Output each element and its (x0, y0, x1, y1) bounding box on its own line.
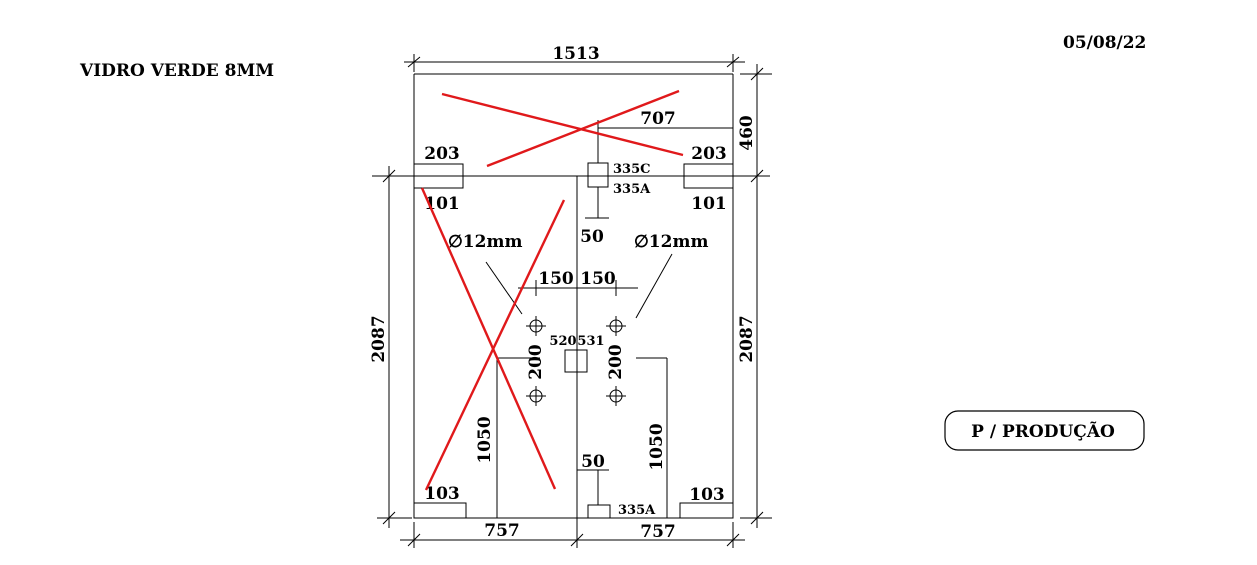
bottom-center-box (587, 504, 611, 519)
dim-overall-width-label: 1513 (552, 44, 599, 64)
dim-right-height-label: 2087 (737, 315, 757, 362)
hole-spacing-left-label: 150 (538, 269, 574, 289)
hole-spacing-right-label: 150 (580, 269, 616, 289)
dim-top-right-width-label: 707 (640, 109, 676, 129)
lower-left-height-label: 1050 (475, 416, 495, 463)
center-lock-box (564, 349, 588, 373)
stamp-label: P / PRODUÇÃO (971, 420, 1115, 442)
right-top-fitting: 203 101 (683, 144, 734, 214)
bottom-left-fitting: 103 (413, 484, 467, 519)
bottom-center-fitting: 335A (587, 503, 656, 519)
cross-mark-left (420, 187, 566, 491)
dim-top-right-width: 707 (598, 109, 733, 129)
lower-right-height-label: 1050 (647, 423, 667, 470)
dim-right-side: 460 2087 (737, 64, 772, 528)
dim-lower-left-height: 1050 (475, 357, 540, 518)
hole-upper-left (526, 316, 546, 336)
dim-overall-width: 1513 (404, 44, 745, 72)
bottom-left-box (413, 502, 467, 519)
hole-callout-right: ∅12mm (634, 232, 708, 319)
left-box-bottom-label: 101 (424, 194, 460, 214)
hole-upper-right (606, 316, 626, 336)
center-left-label: 520 (549, 334, 576, 349)
dim-hole-spacing: 150 150 (518, 269, 638, 296)
bottom-right-box-label: 103 (689, 485, 725, 505)
dim-lower-offset: 50 (577, 452, 609, 505)
dim-left-height-label: 2087 (369, 315, 389, 362)
lower-offset-label: 50 (581, 452, 605, 472)
bottom-right-fitting: 103 (679, 485, 734, 519)
left-top-fitting: 203 101 (413, 144, 464, 214)
bottom-right-box (679, 502, 734, 519)
glass-outline (372, 73, 770, 519)
center-box-label-c: 335C (613, 162, 650, 177)
center-top-box (587, 162, 609, 188)
dim-lower-right-height: 1050 (636, 357, 668, 518)
hole-vertical-left-label: 200 (526, 344, 546, 380)
center-box-label-a: 335A (613, 182, 651, 197)
center-top-fitting: 335C 335A 50 (580, 120, 651, 247)
bottom-left-box-label: 103 (424, 484, 460, 504)
material-title: VIDRO VERDE 8MM (79, 61, 274, 81)
left-box-top-label: 203 (424, 144, 460, 164)
upper-offset-label: 50 (580, 227, 604, 247)
hole-diameter-left-label: ∅12mm (448, 232, 522, 252)
bottom-center-box-label: 335A (618, 503, 656, 518)
hole-lower-left (526, 386, 546, 406)
hole-vertical-right-label: 200 (606, 344, 626, 380)
dim-left-side: 2087 (369, 166, 412, 528)
dim-bottom-widths: 757 757 (400, 521, 745, 548)
bottom-right-width-label: 757 (640, 522, 676, 542)
stamp-frame (944, 410, 1145, 451)
cross-mark-top (441, 89, 684, 168)
center-lock-fitting: 520 531 (549, 334, 605, 373)
hole-diameter-right-label: ∅12mm (634, 232, 708, 252)
drawing-date: 05/08/22 (1063, 33, 1146, 53)
right-box-bottom-label: 101 (691, 194, 727, 214)
center-right-label: 531 (577, 334, 604, 349)
hole-lower-right (606, 386, 626, 406)
bottom-left-width-label: 757 (484, 521, 520, 541)
dim-top-height-label: 460 (737, 115, 757, 151)
right-box-top-label: 203 (691, 144, 727, 164)
hole-callout-left: ∅12mm (448, 232, 522, 315)
production-stamp: P / PRODUÇÃO (944, 410, 1145, 451)
